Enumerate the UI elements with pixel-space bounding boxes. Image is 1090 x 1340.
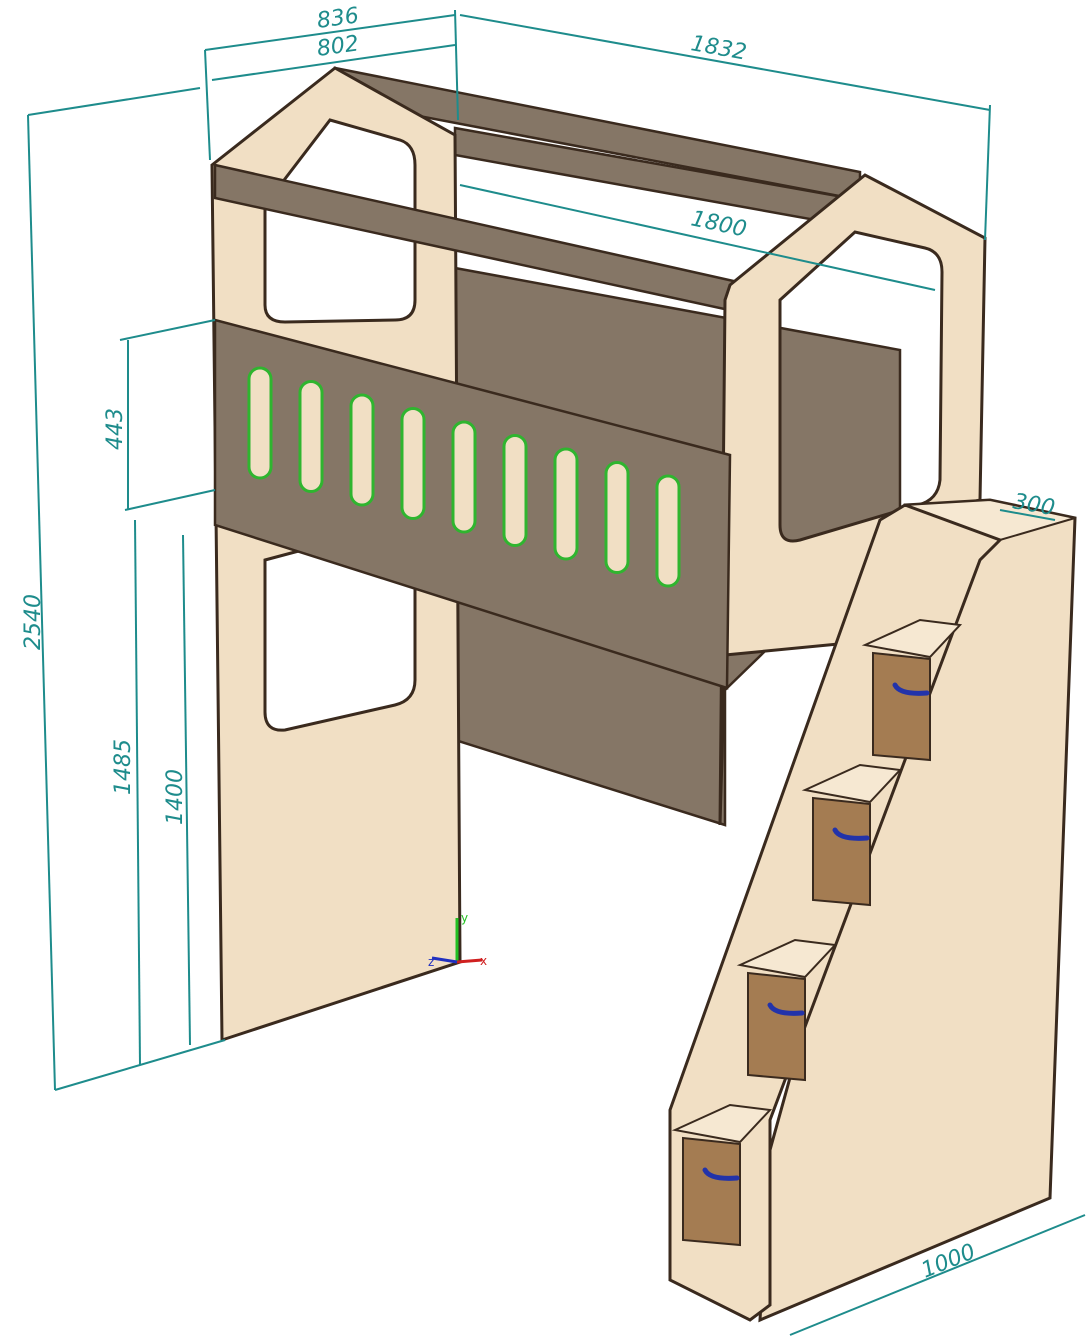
stair-drawer[interactable] bbox=[747, 971, 806, 1082]
stair-step[interactable] bbox=[801, 763, 903, 907]
drawer-handle-icon[interactable] bbox=[767, 1002, 805, 1016]
axis-triad: y x z bbox=[428, 911, 487, 969]
dim-label-836: 836 bbox=[315, 3, 360, 34]
rail-slot bbox=[553, 447, 579, 561]
rail-slot bbox=[604, 461, 630, 574]
axis-x-label: x bbox=[480, 954, 487, 968]
dim-label-1485: 1485 bbox=[111, 739, 136, 795]
rail-slot bbox=[655, 474, 681, 588]
stair-drawer[interactable] bbox=[682, 1136, 741, 1247]
rail-slot bbox=[247, 366, 273, 480]
dim-label-1832: 1832 bbox=[689, 31, 748, 65]
left-end-panel bbox=[210, 66, 462, 1043]
dim-label-1400: 1400 bbox=[163, 769, 188, 825]
rail-slot bbox=[502, 434, 528, 547]
stair-step[interactable] bbox=[671, 1103, 773, 1247]
dim-label-802: 802 bbox=[315, 31, 360, 62]
drawer-handle-icon[interactable] bbox=[832, 827, 870, 841]
rail-slot bbox=[298, 380, 324, 493]
rail-slot bbox=[400, 407, 426, 520]
drawer-handle-icon[interactable] bbox=[702, 1167, 740, 1181]
dim-label-443: 443 bbox=[103, 408, 128, 450]
dim-label-2540: 2540 bbox=[21, 594, 46, 650]
drawer-handle-icon[interactable] bbox=[892, 682, 930, 696]
axis-z-label: z bbox=[428, 955, 434, 969]
stair-step[interactable] bbox=[736, 938, 838, 1082]
stair-drawer[interactable] bbox=[812, 796, 871, 907]
axis-y-label: y bbox=[461, 911, 468, 925]
rail-slot bbox=[349, 393, 375, 507]
stair-step[interactable] bbox=[861, 618, 963, 762]
stair-drawer[interactable] bbox=[872, 651, 931, 762]
rail-slot bbox=[451, 420, 477, 534]
